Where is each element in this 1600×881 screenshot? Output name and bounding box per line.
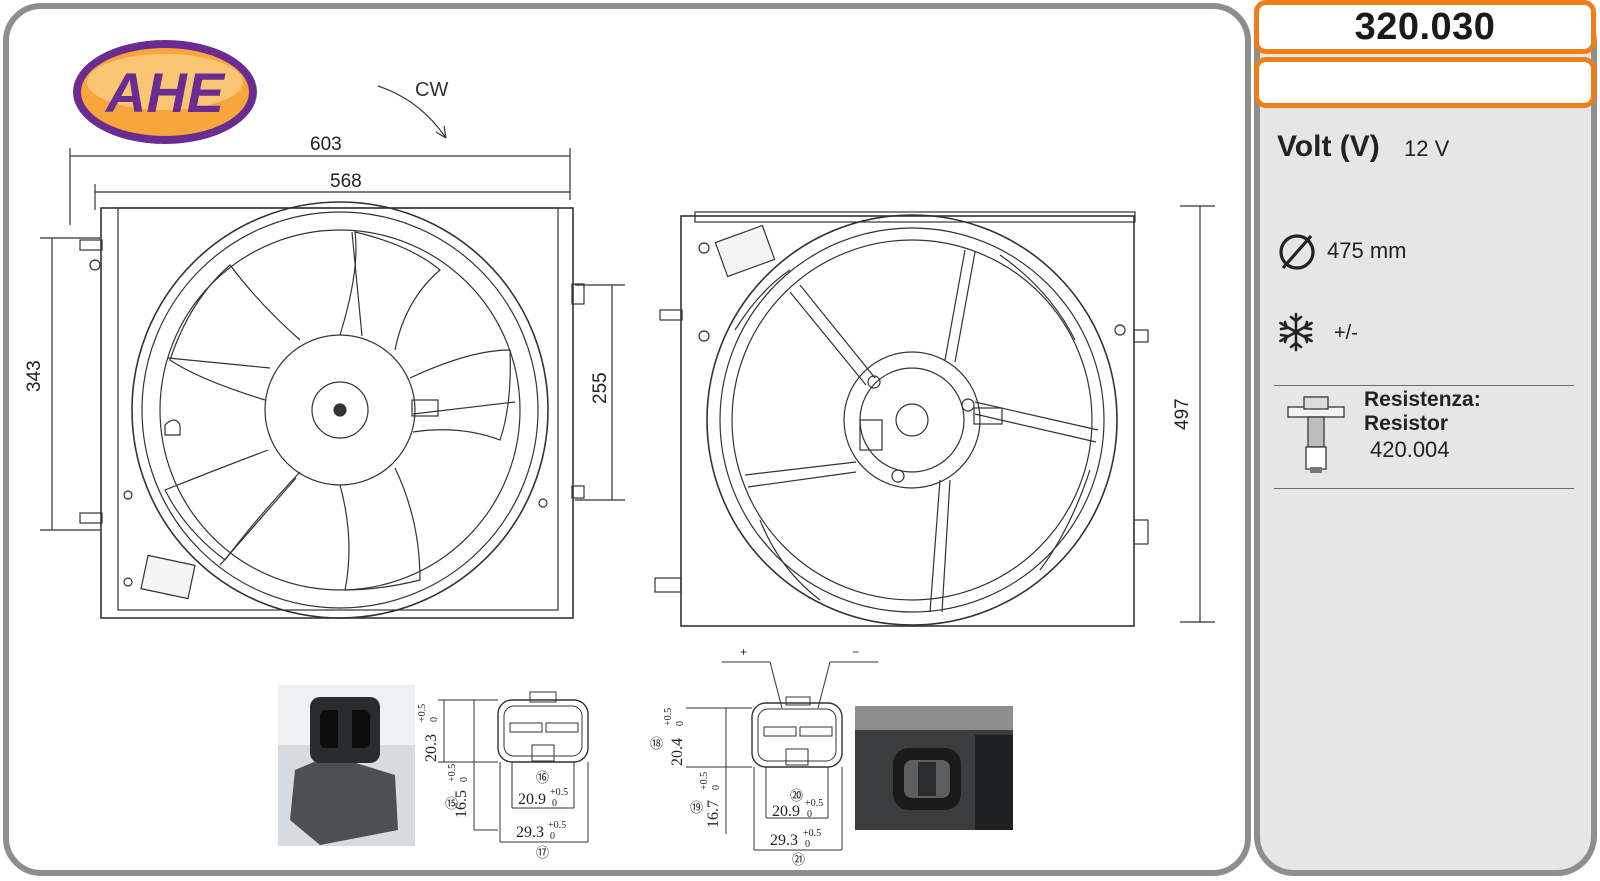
part-number: 320.030 bbox=[1254, 0, 1596, 54]
diameter-icon bbox=[1279, 234, 1315, 270]
divider-top bbox=[1274, 385, 1574, 386]
rotation-arrow bbox=[377, 85, 447, 139]
dim-width-outer: 603 bbox=[310, 134, 342, 155]
svg-text:0: 0 bbox=[550, 831, 555, 842]
resistor-label-en: Resistor bbox=[1364, 412, 1449, 435]
svg-text:⑳: ⑳ bbox=[790, 788, 803, 803]
resistor-icon bbox=[1287, 396, 1345, 473]
logo-text: AHE bbox=[104, 61, 226, 124]
svg-text:20.9: 20.9 bbox=[772, 803, 800, 820]
svg-text:20.4: 20.4 bbox=[669, 738, 686, 766]
svg-text:29.3: 29.3 bbox=[516, 824, 544, 841]
diameter-value: 475 mm bbox=[1327, 238, 1407, 263]
svg-text:+0.5: +0.5 bbox=[417, 704, 428, 722]
svg-text:0: 0 bbox=[805, 839, 810, 850]
svg-text:0: 0 bbox=[459, 777, 470, 782]
svg-text:⑲: ⑲ bbox=[690, 800, 703, 815]
svg-text:+: + bbox=[740, 645, 747, 659]
connector-photo-2 bbox=[855, 706, 1013, 830]
dim-height-right: 497 bbox=[1172, 398, 1193, 430]
connector-photo-1 bbox=[278, 685, 415, 846]
svg-text:⑱: ⑱ bbox=[650, 736, 663, 751]
cooling-value: +/- bbox=[1334, 322, 1358, 344]
snowflake-icon bbox=[1279, 312, 1313, 352]
svg-text:+0.5: +0.5 bbox=[550, 787, 568, 798]
svg-text:0: 0 bbox=[807, 809, 812, 820]
svg-text:0: 0 bbox=[711, 785, 722, 790]
resistor-label-it: Resistenza: bbox=[1364, 388, 1481, 411]
svg-text:16.7: 16.7 bbox=[705, 800, 722, 828]
volt-label: Volt (V) bbox=[1277, 130, 1380, 163]
connector-drawing-2: + − ⑱ 20.4 +0.5 0 ⑲ bbox=[650, 645, 878, 867]
svg-text:20.9: 20.9 bbox=[518, 791, 546, 808]
svg-text:+0.5: +0.5 bbox=[548, 820, 566, 831]
dim-width-inner: 568 bbox=[330, 171, 362, 192]
svg-text:⑰: ⑰ bbox=[536, 845, 549, 860]
svg-text:⑯: ⑯ bbox=[536, 770, 549, 785]
svg-text:+0.5: +0.5 bbox=[447, 764, 458, 782]
svg-text:16.5: 16.5 bbox=[453, 790, 470, 818]
drawing-panel: AHE CW 603 568 343 255 bbox=[3, 3, 1251, 876]
svg-text:+0.5: +0.5 bbox=[803, 828, 821, 839]
svg-text:㉑: ㉑ bbox=[792, 852, 805, 867]
svg-text:−: − bbox=[852, 645, 859, 659]
svg-text:0: 0 bbox=[552, 798, 557, 809]
resistor-code: 420.004 bbox=[1370, 437, 1450, 462]
svg-text:20.3: 20.3 bbox=[423, 734, 440, 762]
rotation-label: CW bbox=[415, 79, 448, 101]
ahe-logo: AHE bbox=[73, 40, 257, 144]
svg-text:0: 0 bbox=[675, 721, 686, 726]
dim-height-left: 343 bbox=[24, 360, 45, 392]
divider-bottom bbox=[1274, 488, 1574, 489]
sub-code-box bbox=[1254, 57, 1596, 108]
front-view: 603 568 343 255 bbox=[24, 134, 625, 619]
dim-height-mount: 255 bbox=[590, 372, 611, 404]
svg-text:+0.5: +0.5 bbox=[699, 772, 710, 790]
svg-text:+0.5: +0.5 bbox=[663, 708, 674, 726]
svg-text:⑮: ⑮ bbox=[445, 796, 458, 811]
svg-text:29.3: 29.3 bbox=[770, 832, 798, 849]
volt-value: 12 V bbox=[1404, 136, 1450, 161]
svg-text:+0.5: +0.5 bbox=[805, 798, 823, 809]
resistor-label: Resistenza: Resistor bbox=[1364, 388, 1481, 436]
connector-drawing-1: 20.3 +0.5 0 16.5 +0.5 0 ⑮ ⑯ 20.9 +0.5 0 … bbox=[417, 691, 589, 860]
technical-drawing: AHE CW 603 568 343 255 bbox=[24, 40, 1215, 867]
rear-view: 497 bbox=[654, 205, 1215, 627]
svg-text:0: 0 bbox=[429, 717, 440, 722]
